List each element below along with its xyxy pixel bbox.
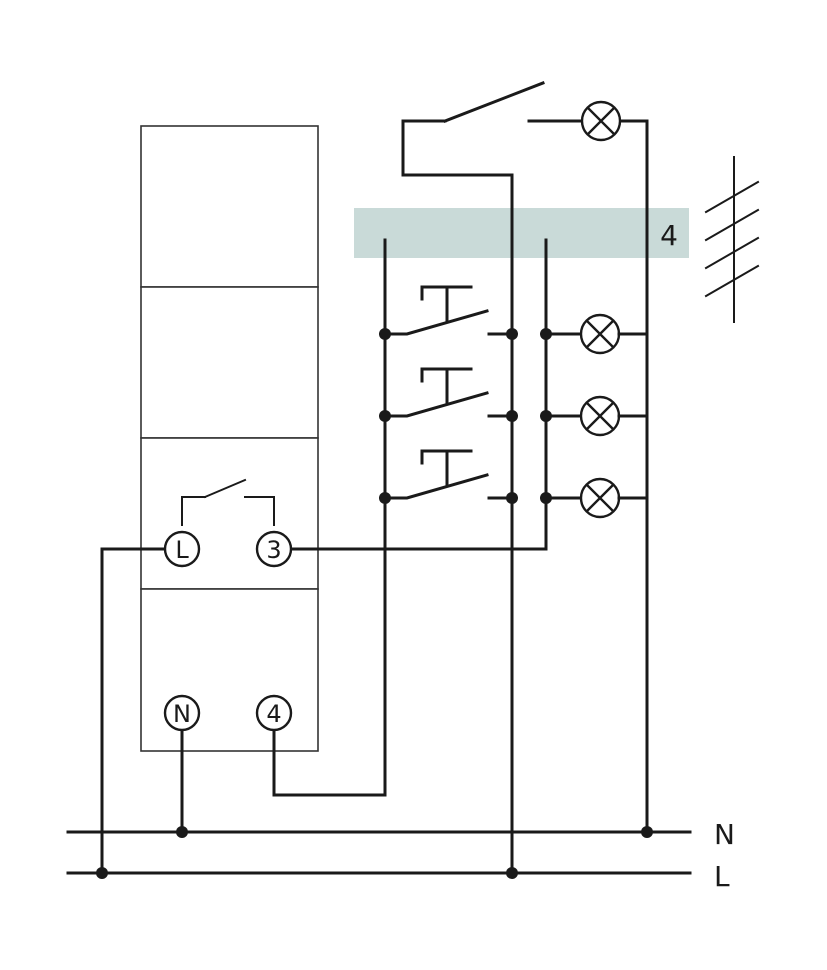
wire-line-vertical	[401, 119, 514, 875]
wires	[100, 81, 649, 875]
lamp-3	[544, 477, 649, 519]
wire-terminal-l	[100, 547, 168, 875]
push-button-2[interactable]	[383, 367, 514, 418]
junction-dot	[506, 492, 518, 504]
lamp-2	[544, 395, 649, 437]
lamp-1	[544, 313, 649, 355]
wire-neutral-vertical	[619, 119, 649, 834]
junction-dot	[540, 328, 552, 340]
terminal-3-label: 3	[266, 536, 281, 564]
junction-dot	[379, 410, 391, 422]
junction-dots	[96, 328, 653, 879]
line-bus-label: L	[714, 860, 730, 893]
cable-highlight-band	[354, 208, 689, 258]
wire-terminal-4	[272, 238, 387, 797]
junction-dot	[540, 492, 552, 504]
junction-dot	[96, 867, 108, 879]
device-module-4	[140, 588, 319, 752]
junction-dot	[379, 328, 391, 340]
terminal-4-label: 4	[266, 700, 281, 728]
junction-dot	[641, 826, 653, 838]
terminal-3: 3	[255, 530, 293, 568]
top-switch-lever	[443, 81, 545, 123]
junction-dot	[506, 328, 518, 340]
push-button-1[interactable]	[383, 285, 514, 336]
push-buttons	[383, 285, 514, 500]
junction-dot	[506, 867, 518, 879]
wire-count-label: 4	[660, 219, 678, 252]
neutral-bus-label: N	[714, 818, 735, 851]
staircase-timer-device	[140, 125, 319, 752]
terminal-n: N	[163, 694, 201, 732]
junction-dot	[540, 410, 552, 422]
terminal-l-label: L	[175, 536, 189, 564]
wire-terminal-3	[289, 238, 548, 551]
junction-dot	[506, 410, 518, 422]
push-button-3[interactable]	[383, 449, 514, 500]
terminal-n-label: N	[173, 700, 191, 728]
internal-switch-contact	[181, 478, 275, 526]
lamps	[544, 100, 649, 519]
multi-conductor-hatch	[704, 156, 760, 323]
lamp-top	[580, 100, 622, 142]
device-module-2	[140, 286, 319, 439]
terminal-l: L	[163, 530, 201, 568]
terminal-4: 4	[255, 694, 293, 732]
junction-dot	[176, 826, 188, 838]
junction-dot	[379, 492, 391, 504]
device-module-1	[140, 125, 319, 288]
device-module-3	[140, 437, 319, 590]
